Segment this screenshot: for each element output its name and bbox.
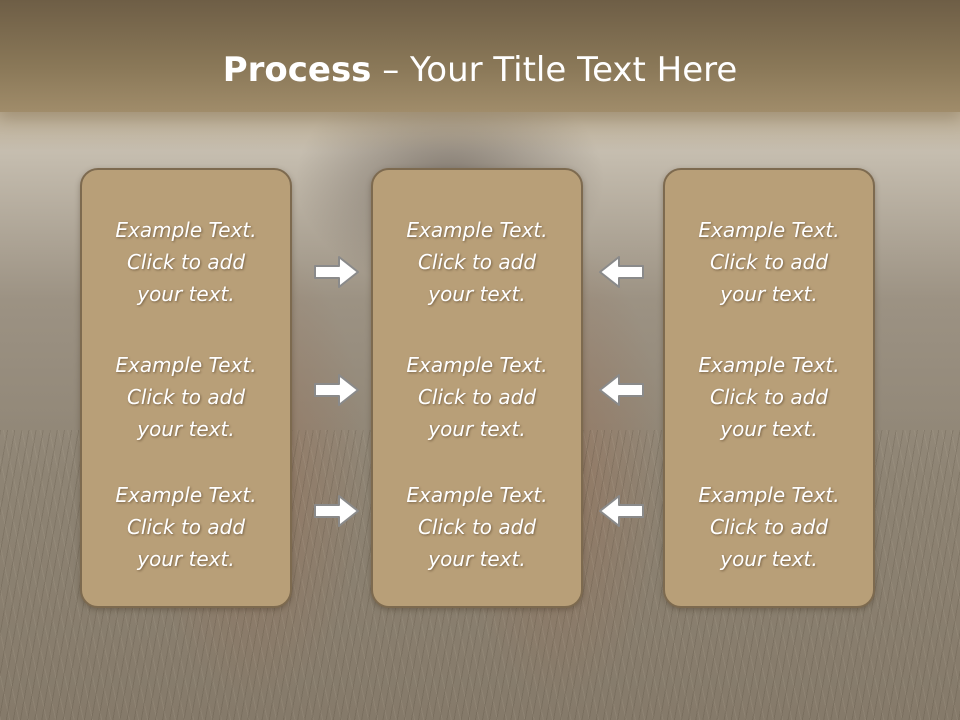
- text-line: Example Text.: [406, 218, 548, 242]
- text-line: Click to add: [417, 250, 537, 274]
- text-line: your text.: [428, 417, 526, 441]
- text-line: your text.: [137, 547, 235, 571]
- text-line: your text.: [720, 547, 818, 571]
- text-placeholder[interactable]: Example Text. Click to add your text.: [665, 479, 873, 575]
- process-box-right[interactable]: Example Text. Click to add your text. Ex…: [663, 168, 875, 608]
- text-line: Click to add: [417, 385, 537, 409]
- text-placeholder[interactable]: Example Text. Click to add your text.: [665, 349, 873, 445]
- text-line: Click to add: [709, 515, 829, 539]
- text-line: Click to add: [709, 250, 829, 274]
- title-band: [0, 0, 960, 152]
- text-placeholder[interactable]: Example Text. Click to add your text.: [82, 214, 290, 310]
- arrow-left-icon: [599, 256, 644, 288]
- text-line: your text.: [428, 547, 526, 571]
- text-line: Example Text.: [115, 218, 257, 242]
- arrow-left-icon: [599, 495, 644, 527]
- text-placeholder[interactable]: Example Text. Click to add your text.: [373, 214, 581, 310]
- slide-title[interactable]: Process – Your Title Text Here: [0, 50, 960, 90]
- text-line: Example Text.: [115, 353, 257, 377]
- text-placeholder[interactable]: Example Text. Click to add your text.: [665, 214, 873, 310]
- text-line: Click to add: [709, 385, 829, 409]
- text-line: Click to add: [126, 385, 246, 409]
- text-line: your text.: [720, 417, 818, 441]
- text-line: your text.: [137, 282, 235, 306]
- text-line: Example Text.: [698, 483, 840, 507]
- text-placeholder[interactable]: Example Text. Click to add your text.: [82, 479, 290, 575]
- text-line: Click to add: [126, 250, 246, 274]
- text-placeholder[interactable]: Example Text. Click to add your text.: [82, 349, 290, 445]
- text-line: your text.: [428, 282, 526, 306]
- arrow-right-icon: [314, 495, 359, 527]
- text-line: Click to add: [417, 515, 537, 539]
- arrow-right-icon: [314, 256, 359, 288]
- text-line: Example Text.: [115, 483, 257, 507]
- text-line: Example Text.: [406, 483, 548, 507]
- arrow-left-icon: [599, 374, 644, 406]
- text-line: Example Text.: [406, 353, 548, 377]
- text-line: Click to add: [126, 515, 246, 539]
- process-box-center[interactable]: Example Text. Click to add your text. Ex…: [371, 168, 583, 608]
- text-placeholder[interactable]: Example Text. Click to add your text.: [373, 479, 581, 575]
- title-rest-part: – Your Title Text Here: [371, 50, 738, 90]
- process-box-left[interactable]: Example Text. Click to add your text. Ex…: [80, 168, 292, 608]
- text-placeholder[interactable]: Example Text. Click to add your text.: [373, 349, 581, 445]
- text-line: Example Text.: [698, 218, 840, 242]
- text-line: your text.: [720, 282, 818, 306]
- text-line: Example Text.: [698, 353, 840, 377]
- title-bold-part: Process: [222, 50, 372, 90]
- arrow-right-icon: [314, 374, 359, 406]
- text-line: your text.: [137, 417, 235, 441]
